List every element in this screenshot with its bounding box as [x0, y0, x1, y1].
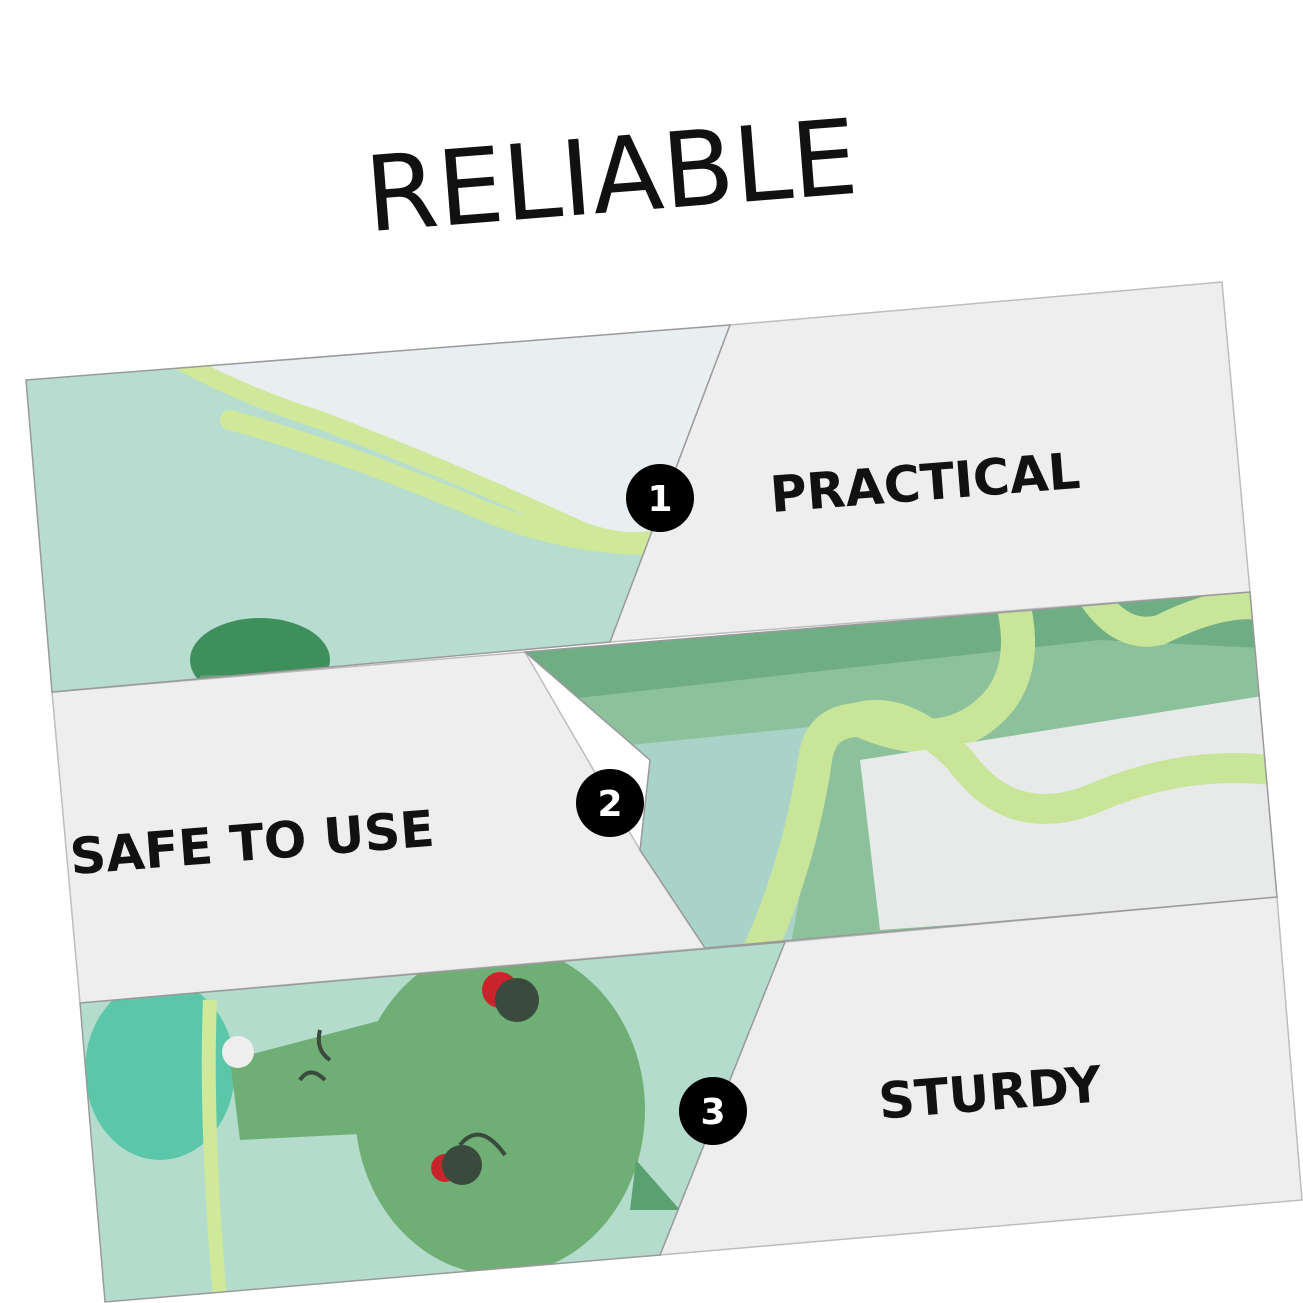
svg-text:3: 3: [700, 1092, 725, 1133]
page-title: RELIABLE: [361, 96, 862, 256]
svg-text:2: 2: [597, 784, 622, 825]
number-badge-1: 1: [626, 464, 694, 532]
bib-edge-photo: [525, 592, 1277, 948]
number-badge-2: 2: [576, 769, 644, 837]
svg-text:1: 1: [647, 479, 672, 520]
number-badge-3: 3: [679, 1077, 747, 1145]
bib-neckline-photo: [26, 325, 730, 692]
